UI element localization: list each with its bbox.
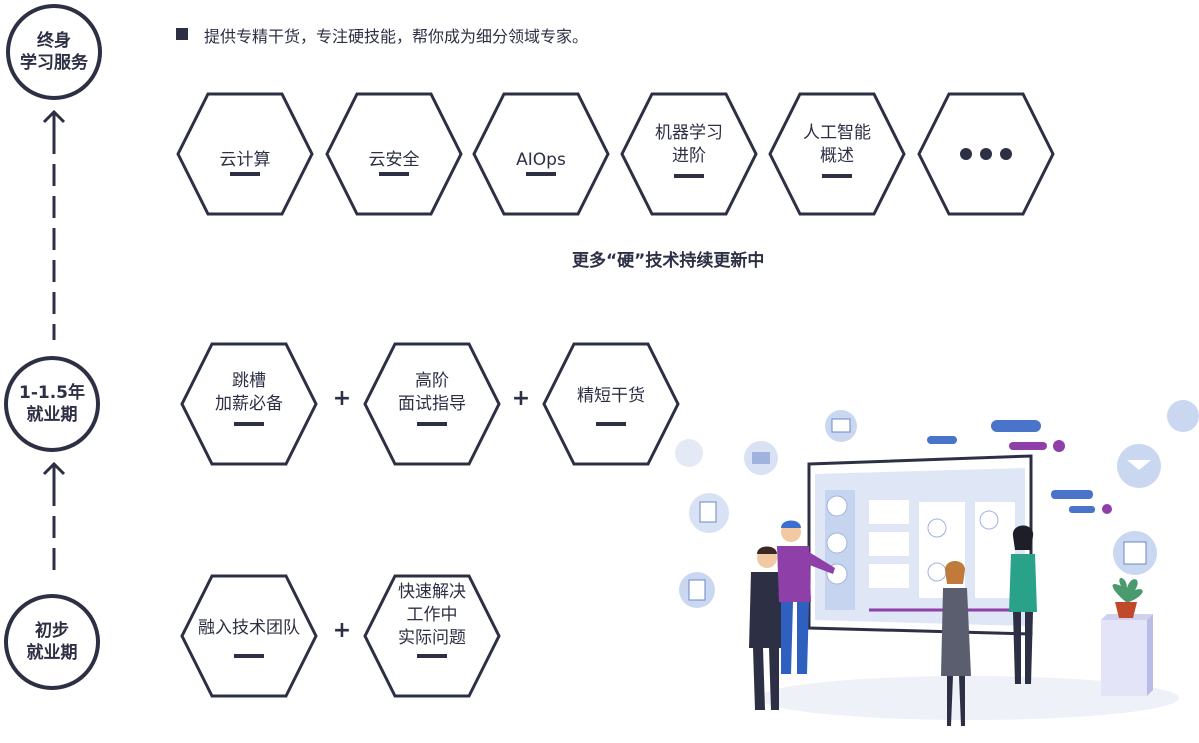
plus-sign: +	[332, 618, 352, 643]
person-man-purple-shirt	[777, 520, 835, 674]
floating-app-icons	[675, 400, 1199, 608]
more-updates-note: 更多“硬”技术持续更新中	[572, 251, 765, 271]
dash-icon	[230, 172, 260, 176]
dash-icon	[417, 654, 447, 658]
person-woman-green-top	[1009, 525, 1037, 684]
topic-label-line: 快速解决	[398, 582, 466, 602]
topic-hex-join-team: 融入技术团队	[179, 574, 319, 698]
topic-label-line: 云计算	[219, 150, 271, 170]
topic-label-line: 实际问题	[398, 628, 466, 648]
topic-label-line: 人工智能	[803, 123, 871, 143]
topic-label-line: 精短干货	[577, 386, 645, 406]
stage-career-circle: 1-1.5年 就业期	[4, 356, 100, 452]
topic-label-line: 进阶	[672, 146, 706, 166]
stage-entry-circle: 初步 就业期	[4, 594, 100, 690]
topic-label-line: 概述	[820, 146, 854, 166]
intro-text: 提供专精干货，专注硬技能，帮你成为细分领域专家。	[204, 27, 589, 46]
team-presentation-illustration	[675, 400, 1199, 726]
topic-label-line: 工作中	[406, 605, 458, 625]
dash-icon	[234, 654, 264, 658]
presentation-screen	[807, 454, 1033, 636]
stage-lifelong-line1: 终身	[37, 31, 71, 51]
stage-lifelong-circle: 终身 学习服务	[6, 4, 102, 100]
dash-icon	[417, 422, 447, 426]
topic-hex-ai-overview: 人工智能 概述	[767, 92, 907, 216]
timeline-connectors	[42, 109, 66, 578]
file-icon	[1167, 400, 1199, 432]
stage-lifelong-line2: 学习服务	[20, 53, 88, 73]
chat-bubble-icon	[675, 439, 703, 467]
topic-label-line: 云安全	[368, 150, 420, 170]
topic-label-line: 高阶	[415, 371, 449, 391]
topic-hex-cloud-computing: 云计算	[175, 92, 315, 216]
topic-label-line: 机器学习	[655, 123, 723, 143]
dash-icon	[234, 422, 264, 426]
person-woman-grey-dress	[941, 561, 971, 726]
topic-hex-more	[916, 92, 1056, 216]
stage-entry-line2: 就业期	[26, 643, 78, 663]
topic-hex-interview-guide: 高阶 面试指导	[362, 342, 502, 466]
ellipsis-icon	[960, 148, 1012, 160]
plus-sign: +	[332, 386, 352, 411]
dash-icon	[379, 172, 409, 176]
topic-hex-ml-advanced: 机器学习 进阶	[619, 92, 759, 216]
dash-icon	[526, 172, 556, 176]
topic-label-line: 面试指导	[398, 394, 466, 414]
topic-hex-solve-problems: 快速解决 工作中 实际问题	[362, 574, 502, 698]
topic-hex-short-content: 精短干货	[541, 342, 681, 466]
stage-career-line1: 1-1.5年	[19, 383, 85, 403]
dash-icon	[674, 174, 704, 178]
potted-plant	[1101, 577, 1153, 696]
topic-label-line: 加薪必备	[215, 394, 283, 414]
plus-sign: +	[511, 386, 531, 411]
topic-label-line: AIOps	[516, 150, 566, 170]
topic-hex-cloud-security: 云安全	[324, 92, 464, 216]
topic-hex-job-hopping: 跳槽 加薪必备	[179, 342, 319, 466]
topic-label-line: 融入技术团队	[198, 618, 300, 638]
dash-icon	[596, 422, 626, 426]
topic-hex-aiops: AIOps	[471, 92, 611, 216]
bullet-square-icon	[176, 28, 188, 40]
stage-career-line2: 就业期	[26, 405, 78, 425]
dash-icon	[822, 174, 852, 178]
stage-entry-line1: 初步	[35, 621, 69, 641]
topic-label-line: 跳槽	[232, 371, 266, 391]
